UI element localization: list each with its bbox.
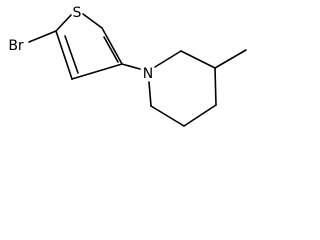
bond-c2-c3 (101, 27, 123, 65)
bond-c5p-c6p (150, 105, 185, 127)
bond-c3-n (121, 63, 141, 70)
atom-bromine: Br (8, 38, 24, 54)
bond-c4p-c5p (183, 104, 217, 127)
bond-c4-c5-inner (64, 35, 79, 74)
bond-c5-br (28, 30, 57, 43)
piperidine-ring (148, 50, 217, 127)
bond-s1-c2 (82, 13, 103, 29)
atom-nitrogen: N (143, 66, 153, 82)
bond-c3p-c4p (214, 67, 217, 106)
bond-methyl (214, 49, 247, 69)
atom-sulfur: S (73, 5, 82, 21)
bond-n-c2p (154, 50, 182, 68)
bond-s1-c5 (55, 14, 72, 32)
bond-c3-c4 (71, 63, 123, 80)
molecule-diagram: S Br N (8, 5, 247, 127)
bond-c4-c5 (55, 30, 73, 80)
bond-c2-c3-inner (103, 36, 119, 63)
thiophene-ring (55, 13, 123, 80)
bond-c6p-n (148, 81, 152, 107)
bond-c2p-c3p (180, 50, 216, 69)
